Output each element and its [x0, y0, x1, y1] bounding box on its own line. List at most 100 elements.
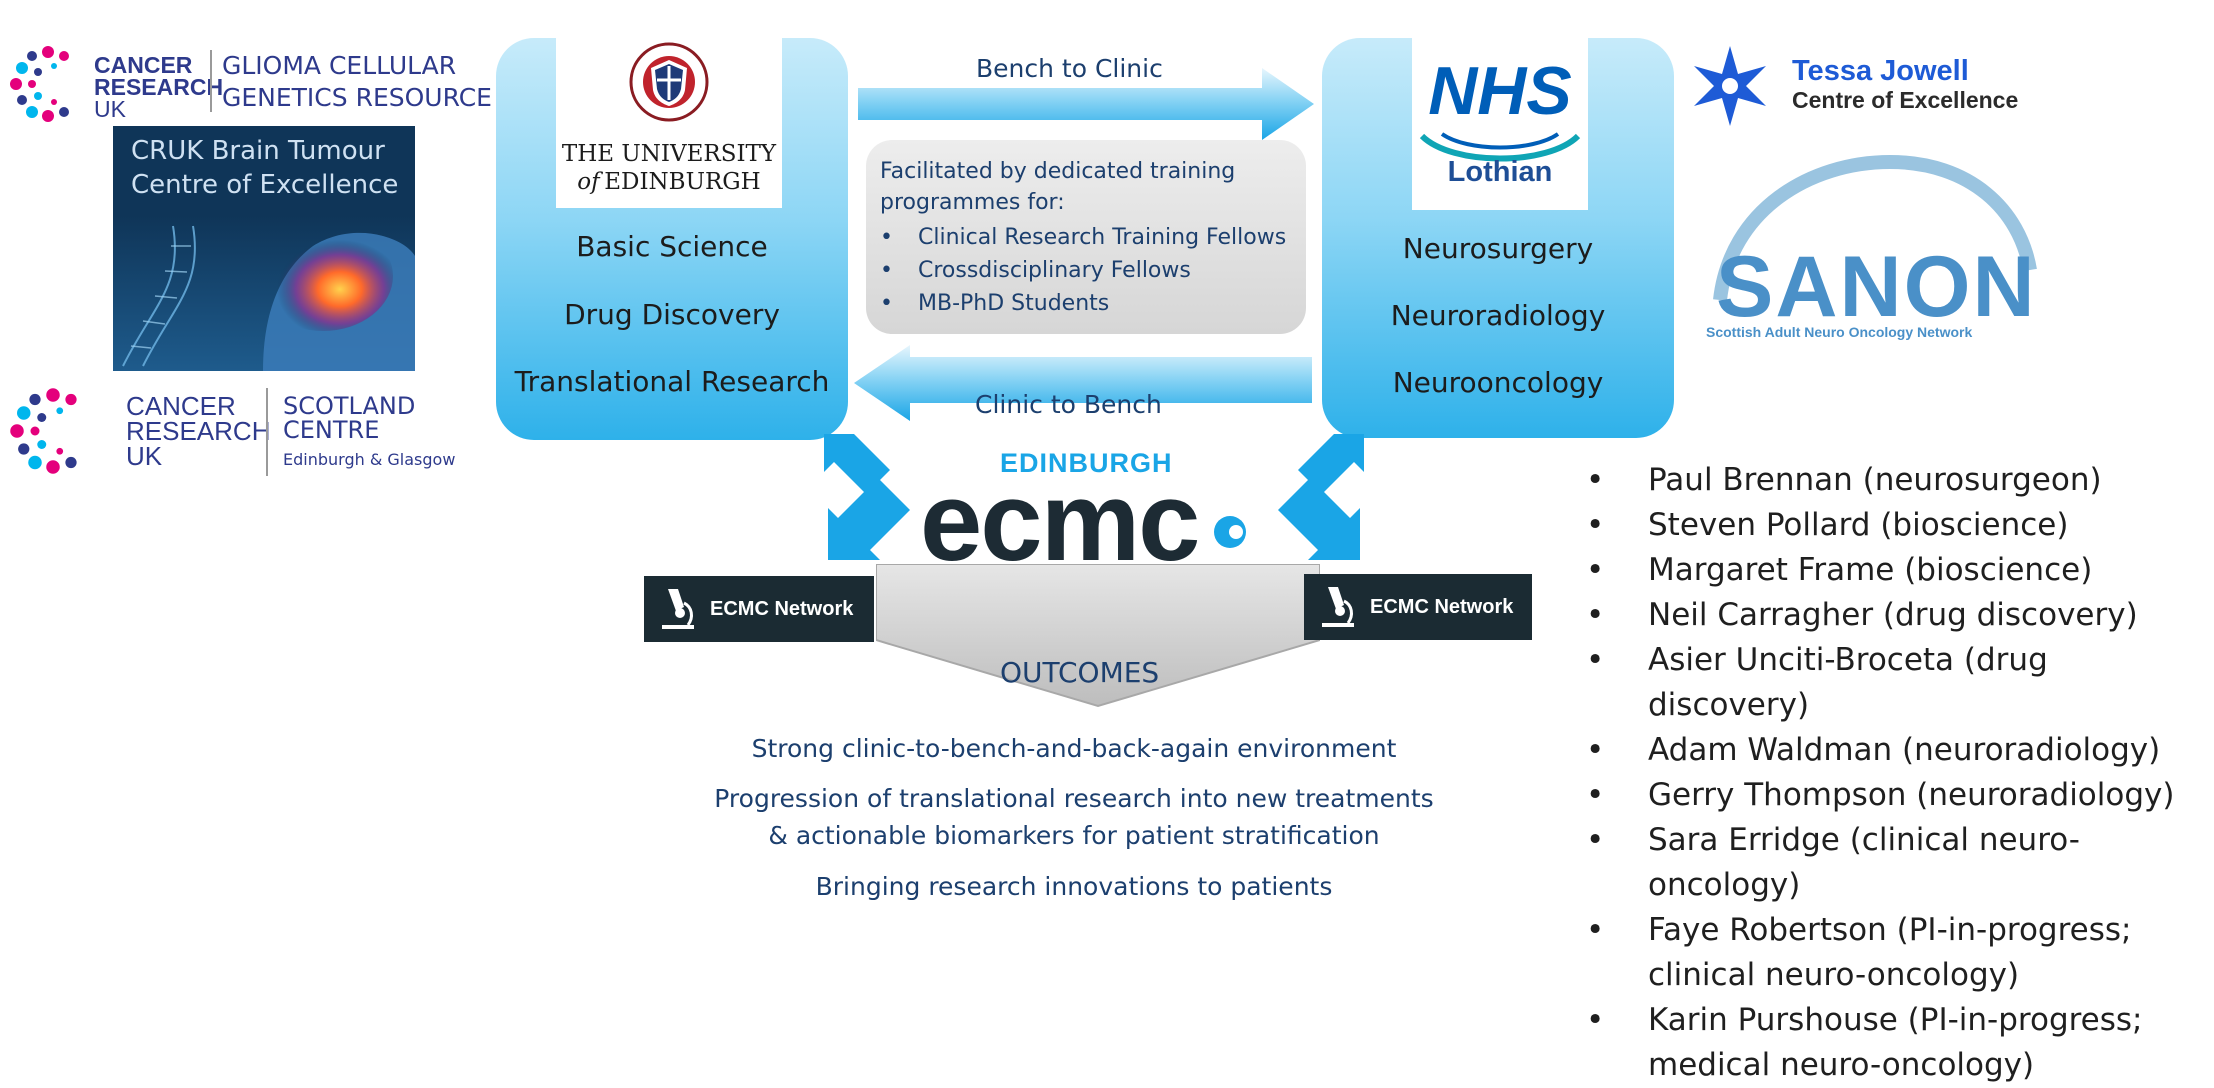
person-name: Faye Robertson (PI-in-progress; — [1648, 912, 2132, 948]
university-logo: THE UNIVERSITY of EDINBURGH — [556, 38, 782, 208]
panel-item-neuroradiology: Neuroradiology — [1390, 299, 1606, 332]
sanon-title: SANON — [1716, 239, 2037, 335]
microscope-icon — [662, 589, 694, 629]
person-role: medical neuro-oncology) — [1648, 1047, 2035, 1083]
person-name: Sara Erridge (clinical neuro-oncology) — [1648, 822, 2080, 903]
training-item-label: MB-PhD Students — [918, 291, 1110, 316]
person-name: Gerry Thompson (neuroradiology) — [1648, 777, 2175, 813]
cruk-line3: UK — [94, 96, 126, 122]
list-item: • Margaret Frame (bioscience) — [1586, 548, 2214, 593]
brain-dna-image — [113, 216, 415, 371]
bench-to-clinic-arrow-icon — [858, 68, 1314, 140]
cruk2-line3: UK — [126, 441, 163, 471]
university-name-line2: EDINBURGH — [604, 169, 761, 195]
list-item: •Asier Unciti-Broceta (drug discovery) — [1586, 638, 2214, 728]
left-chevron-arrow-icon — [824, 434, 910, 560]
outcome-line-2: Progression of translational research in… — [714, 784, 1434, 813]
people-list: •Paul Brennan (neurosurgeon) •Steven Pol… — [1586, 458, 2214, 1088]
list-item: • Karin Purshouse (PI-in-progress; medical… — [1586, 998, 2214, 1088]
ecmc-network-badge-left: ECMC Network — [644, 576, 874, 642]
person-name: Neil Carragher (drug discovery) — [1648, 597, 2138, 633]
ecmc-network-label: ECMC Network — [710, 598, 854, 620]
bullet-icon: • — [1586, 597, 1605, 633]
clinic-to-bench-arrow-icon — [854, 345, 1312, 421]
ecmc-network-label: ECMC Network — [1370, 596, 1514, 618]
cruk-logo-bottom: CANCER RESEARCH UK — [8, 386, 270, 476]
list-item: • Gerry Thompson (neuroradiology) — [1586, 773, 2214, 818]
university-name-of: of — [577, 169, 600, 195]
list-item: •Steven Pollard (bioscience) — [1586, 503, 2214, 548]
university-crest-icon — [629, 42, 709, 122]
nhs-logo: NHS Lothian — [1412, 38, 1588, 210]
panel-item-translational-research: Translational Research — [514, 365, 830, 398]
training-item: • Clinical Research Training Fellows — [880, 225, 1286, 250]
training-programmes-box: Facilitated by dedicated training progra… — [866, 140, 1306, 334]
person-name: Margaret Frame (bioscience) — [1648, 552, 2093, 588]
bullet-icon: • — [1586, 732, 1605, 768]
cruk-line2: RESEARCH — [94, 74, 224, 100]
panel-item-neurosurgery: Neurosurgery — [1402, 232, 1594, 265]
bullet-icon: • — [880, 225, 893, 250]
outcome-line-1: Strong clinic-to-bench-and-back-again en… — [751, 734, 1397, 763]
cruk-line1: CANCER — [94, 52, 193, 78]
panel-item-basic-science: Basic Science — [576, 230, 768, 263]
cruk-centre-line1: CRUK Brain Tumour — [131, 136, 385, 166]
list-item: • Neil Carragher (drug discovery) — [1586, 593, 2214, 638]
tessa-line2: Centre of Excellence — [1792, 87, 2019, 113]
scotland-line1: SCOTLAND — [283, 392, 416, 420]
university-panel: THE UNIVERSITY of EDINBURGH Basic Scienc… — [496, 38, 848, 440]
training-heading-line2: programmes for: — [880, 190, 1065, 215]
bullet-icon: • — [1586, 1002, 1605, 1038]
person-name: Steven Pollard (bioscience) — [1648, 507, 2069, 543]
person-role: clinical neuro-oncology) — [1648, 957, 2020, 993]
bench-to-clinic-label: Bench to Clinic — [976, 54, 1163, 83]
glioma-line1: GLIOMA CELLULAR — [222, 51, 457, 80]
sanon-subtitle: Scottish Adult Neuro Oncology Network — [1706, 324, 1973, 340]
ecmc-logo-text: ecmc — [920, 459, 1200, 584]
training-item: • Crossdisciplinary Fellows — [880, 258, 1191, 283]
glioma-resource-label: GLIOMA CELLULAR GENETICS RESOURCE — [222, 50, 492, 114]
glioma-line2: GENETICS RESOURCE — [222, 83, 492, 112]
training-item-label: Clinical Research Training Fellows — [918, 225, 1287, 250]
cruk2-line1: CANCER — [126, 391, 236, 421]
panel-item-neurooncology: Neurooncology — [1392, 366, 1604, 399]
clinic-to-bench-label: Clinic to Bench — [975, 390, 1162, 419]
list-item: •Faye Robertson (PI-in-progress;clinical… — [1586, 908, 2214, 998]
nhs-logo-sub: Lothian — [1447, 156, 1553, 188]
bullet-icon: • — [1586, 822, 1605, 858]
scotland-line3: Edinburgh & Glasgow — [283, 450, 456, 469]
tessa-line1: Tessa Jowell — [1792, 55, 1969, 87]
person-name: Paul Brennan (neurosurgeon) — [1648, 462, 2102, 498]
cruk-dots-icon — [8, 386, 98, 476]
outcome-line-3: & actionable biomarkers for patient stra… — [768, 821, 1380, 850]
sanon-arc-icon — [1713, 154, 2037, 301]
cruk-dots-icon — [8, 44, 88, 124]
scotland-line2: CENTRE — [283, 416, 380, 444]
list-item: • Sara Erridge (clinical neuro-oncology) — [1586, 818, 2214, 908]
nhs-wave-icon — [1419, 132, 1581, 162]
scotland-centre-label: SCOTLAND CENTRE Edinburgh & Glasgow — [283, 394, 455, 472]
nhs-panel: NHS Lothian Neurosurgery Neuroradiology … — [1322, 38, 1674, 438]
microscope-icon — [1322, 587, 1354, 627]
list-item: • Adam Waldman (neuroradiology) — [1586, 728, 2214, 773]
outcomes-label: OUTCOMES — [1000, 656, 1160, 689]
bullet-icon: • — [1586, 777, 1605, 813]
person-name: Adam Waldman (neuroradiology) — [1648, 732, 2161, 768]
bullet-icon: • — [1586, 642, 1605, 678]
cruk-logo-top: CANCER RESEARCH UK — [8, 44, 223, 124]
outcomes-chevron — [876, 564, 1320, 708]
tessa-jowell-star-icon — [1694, 46, 1766, 126]
logo-divider — [210, 50, 212, 112]
bullet-icon: • — [880, 291, 893, 316]
bullet-icon: • — [880, 258, 893, 283]
training-item-label: Crossdisciplinary Fellows — [918, 258, 1191, 283]
bullet-icon: • — [1586, 552, 1605, 588]
panel-item-drug-discovery: Drug Discovery — [564, 298, 780, 331]
nhs-logo-text: NHS — [1428, 53, 1572, 129]
logo-divider — [266, 388, 268, 476]
outcome-line-4: Bringing research innovations to patient… — [815, 872, 1333, 901]
person-name: Karin Purshouse (PI-in-progress; — [1648, 1002, 2143, 1038]
cruk2-line2: RESEARCH — [126, 416, 271, 446]
tessa-jowell-logo: Tessa Jowell Centre of Excellence — [1792, 56, 2018, 114]
bullet-icon: • — [1586, 462, 1605, 498]
